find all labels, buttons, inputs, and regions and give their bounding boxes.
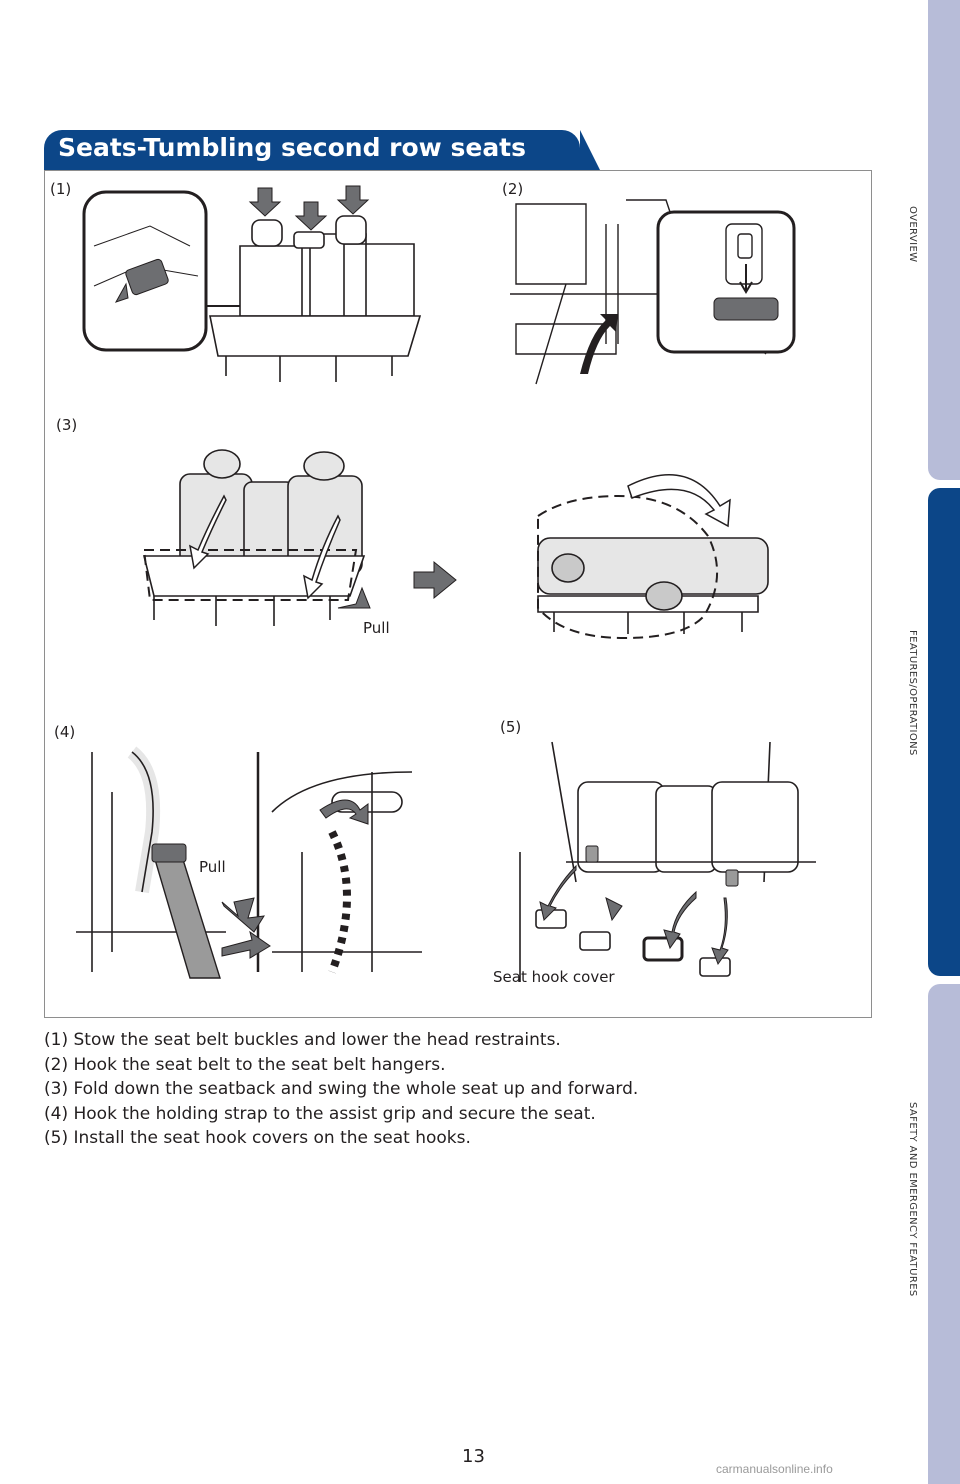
instruction-steps: (1) Stow the seat belt buckles and lower…: [44, 1028, 638, 1151]
tab-features-operations[interactable]: [928, 488, 960, 976]
page-number: 13: [462, 1446, 485, 1467]
panel-4-illustration: [76, 746, 422, 979]
step-item: (3) Fold down the seatback and swing the…: [44, 1079, 639, 1099]
watermark: carmanualsonline.info: [716, 1462, 833, 1476]
panel-label-4: (4): [54, 723, 76, 741]
panel-label-1: (1): [50, 180, 72, 198]
panel-5-illustration: [519, 741, 816, 982]
step-item: (5) Install the seat hook covers on the …: [44, 1128, 471, 1148]
section-header-bar: [44, 130, 600, 170]
panel-label-5: (5): [500, 718, 522, 736]
section-title: Seats-Tumbling second row seats: [58, 133, 527, 162]
step-item: (1) Stow the seat belt buckles and lower…: [44, 1030, 561, 1050]
panel-label-3: (3): [56, 416, 78, 434]
step-item: (2) Hook the seat belt to the seat belt …: [44, 1054, 446, 1075]
tab-safety-emergency[interactable]: [928, 984, 960, 1484]
panel-label-2: (2): [502, 180, 524, 198]
seat-hook-cover-callout: Seat hook cover: [493, 968, 615, 986]
step-item: (4) Hook the holding strap to the assist…: [44, 1103, 596, 1124]
tab-overview[interactable]: [928, 0, 960, 480]
pull-callout-4: Pull: [199, 858, 226, 876]
panel-1-illustration: [82, 185, 422, 382]
pull-callout-3: Pull: [363, 619, 390, 637]
panel-3-illustration: [142, 449, 769, 640]
panel-2-illustration: [510, 199, 796, 385]
illustration-frame: [44, 170, 872, 1018]
